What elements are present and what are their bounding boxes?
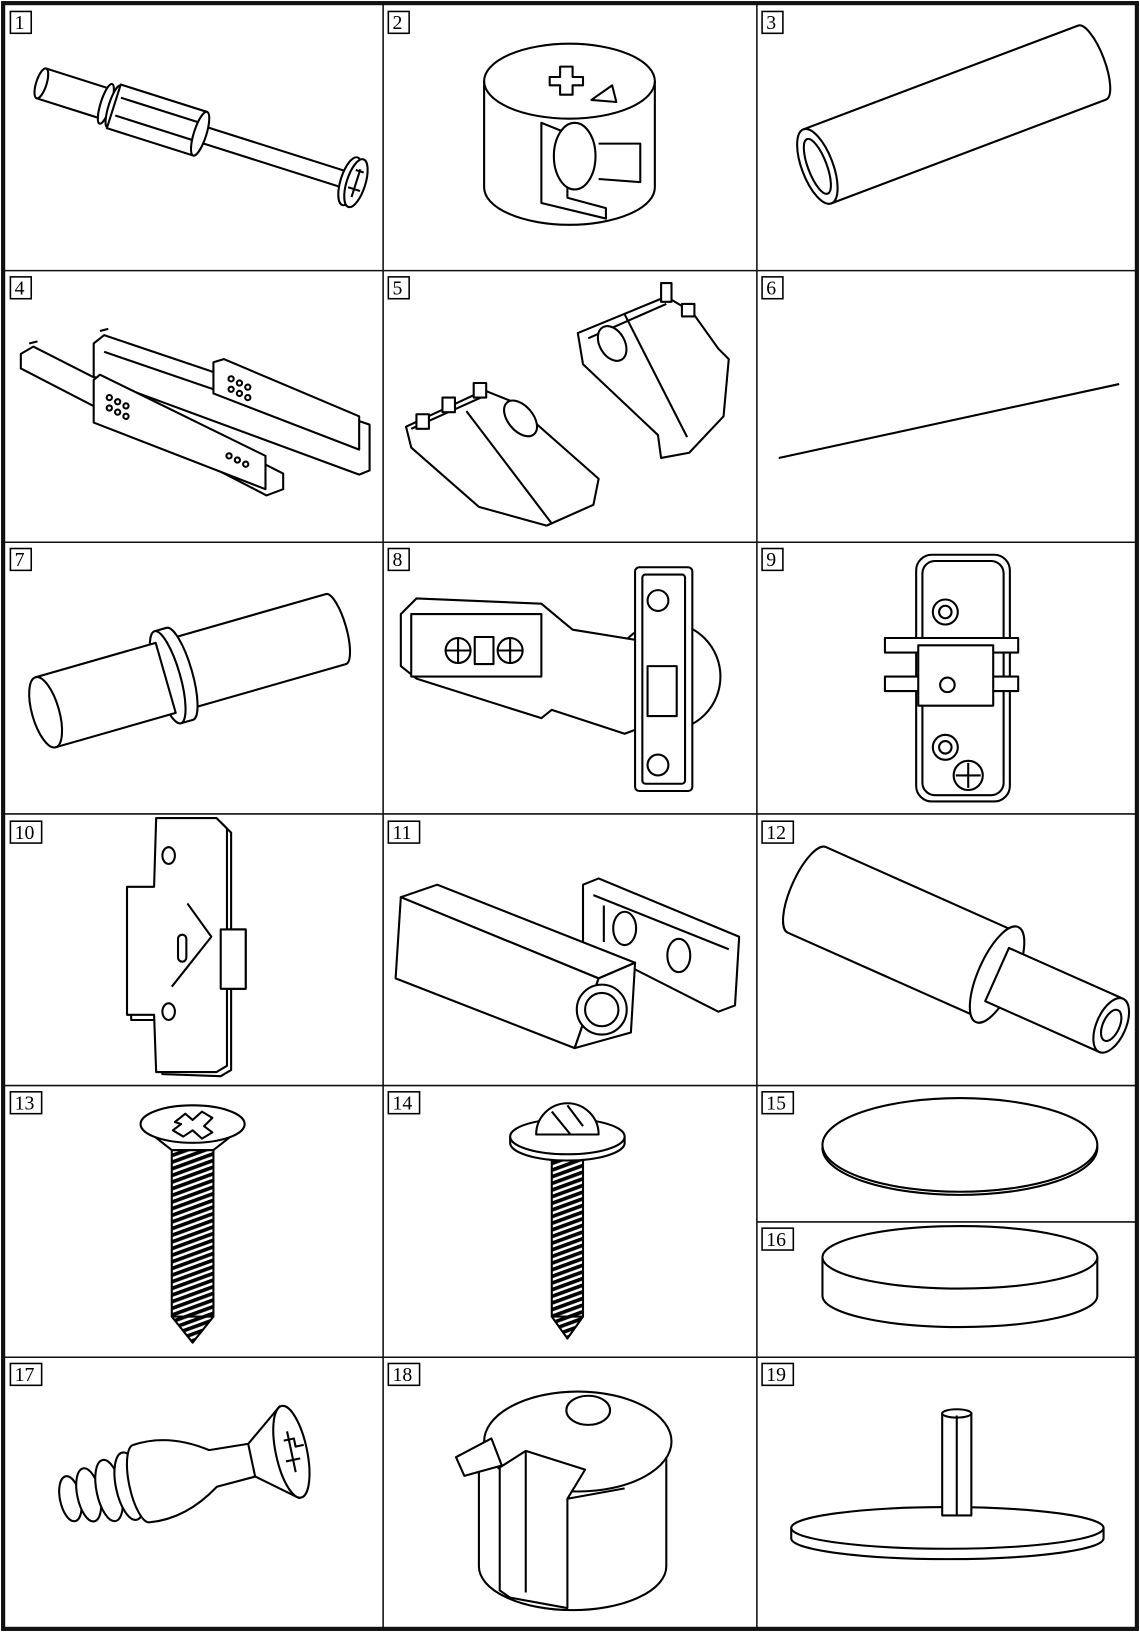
svg-text:16: 16 — [766, 1229, 786, 1251]
svg-text:13: 13 — [15, 1093, 35, 1115]
part-label-14: 14 — [387, 1091, 421, 1115]
thick-disc-icon — [821, 1225, 1099, 1329]
part-label-12: 12 — [761, 820, 795, 844]
drawer-slide-icon — [19, 327, 371, 497]
svg-text:10: 10 — [15, 822, 35, 844]
pan-head-screw-icon — [509, 1102, 626, 1340]
svg-text:11: 11 — [392, 822, 411, 844]
svg-text:6: 6 — [766, 278, 776, 300]
rod-icon — [778, 383, 1120, 459]
door-damper-icon — [782, 845, 1131, 1054]
part-label-7: 7 — [9, 547, 33, 571]
disc-with-post-icon — [790, 1408, 1105, 1561]
svg-text:12: 12 — [766, 822, 786, 844]
part-label-16: 16 — [761, 1227, 795, 1251]
part-label-3: 3 — [761, 10, 784, 34]
wood-dowel-icon — [796, 24, 1112, 205]
part-label-2: 2 — [387, 10, 410, 34]
cam-housing-icon — [454, 1390, 673, 1612]
hinge-plate-pair-icon — [404, 282, 730, 527]
part-label-13: 13 — [9, 1091, 43, 1115]
part-label-4: 4 — [9, 276, 33, 300]
svg-text:5: 5 — [392, 278, 402, 300]
svg-text:17: 17 — [15, 1364, 35, 1386]
part-label-6: 6 — [761, 276, 784, 300]
part-label-9: 9 — [761, 547, 784, 571]
svg-text:1: 1 — [15, 12, 25, 34]
part-label-10: 10 — [9, 820, 43, 844]
svg-text:7: 7 — [15, 549, 25, 571]
part-label-17: 17 — [9, 1362, 43, 1386]
mounting-plate-icon — [883, 553, 1020, 803]
part-label-18: 18 — [387, 1362, 421, 1386]
cross-mounting-plate-icon — [125, 817, 247, 1078]
thin-disc-icon — [821, 1097, 1099, 1196]
part-label-11: 11 — [387, 820, 421, 844]
svg-text:8: 8 — [392, 549, 402, 571]
countersunk-screw-icon — [139, 1104, 246, 1344]
part-label-1: 1 — [9, 10, 33, 34]
push-latch-icon — [394, 877, 741, 1050]
svg-text:2: 2 — [392, 12, 402, 34]
svg-text:15: 15 — [766, 1093, 786, 1115]
cam-lock-icon — [483, 42, 656, 226]
cam-bolt-icon — [33, 67, 369, 209]
svg-text:9: 9 — [766, 549, 776, 571]
part-label-15: 15 — [761, 1091, 795, 1115]
shelf-pin-icon — [28, 592, 352, 749]
svg-text:19: 19 — [766, 1364, 786, 1386]
svg-text:4: 4 — [15, 278, 25, 300]
svg-text:18: 18 — [392, 1364, 412, 1386]
part-label-5: 5 — [387, 276, 410, 300]
svg-text:14: 14 — [392, 1093, 412, 1115]
svg-text:3: 3 — [766, 12, 776, 34]
part-label-19: 19 — [761, 1362, 795, 1386]
threaded-insert-icon — [58, 1404, 311, 1524]
part-label-8: 8 — [387, 547, 410, 571]
cabinet-hinge-icon — [399, 566, 722, 793]
